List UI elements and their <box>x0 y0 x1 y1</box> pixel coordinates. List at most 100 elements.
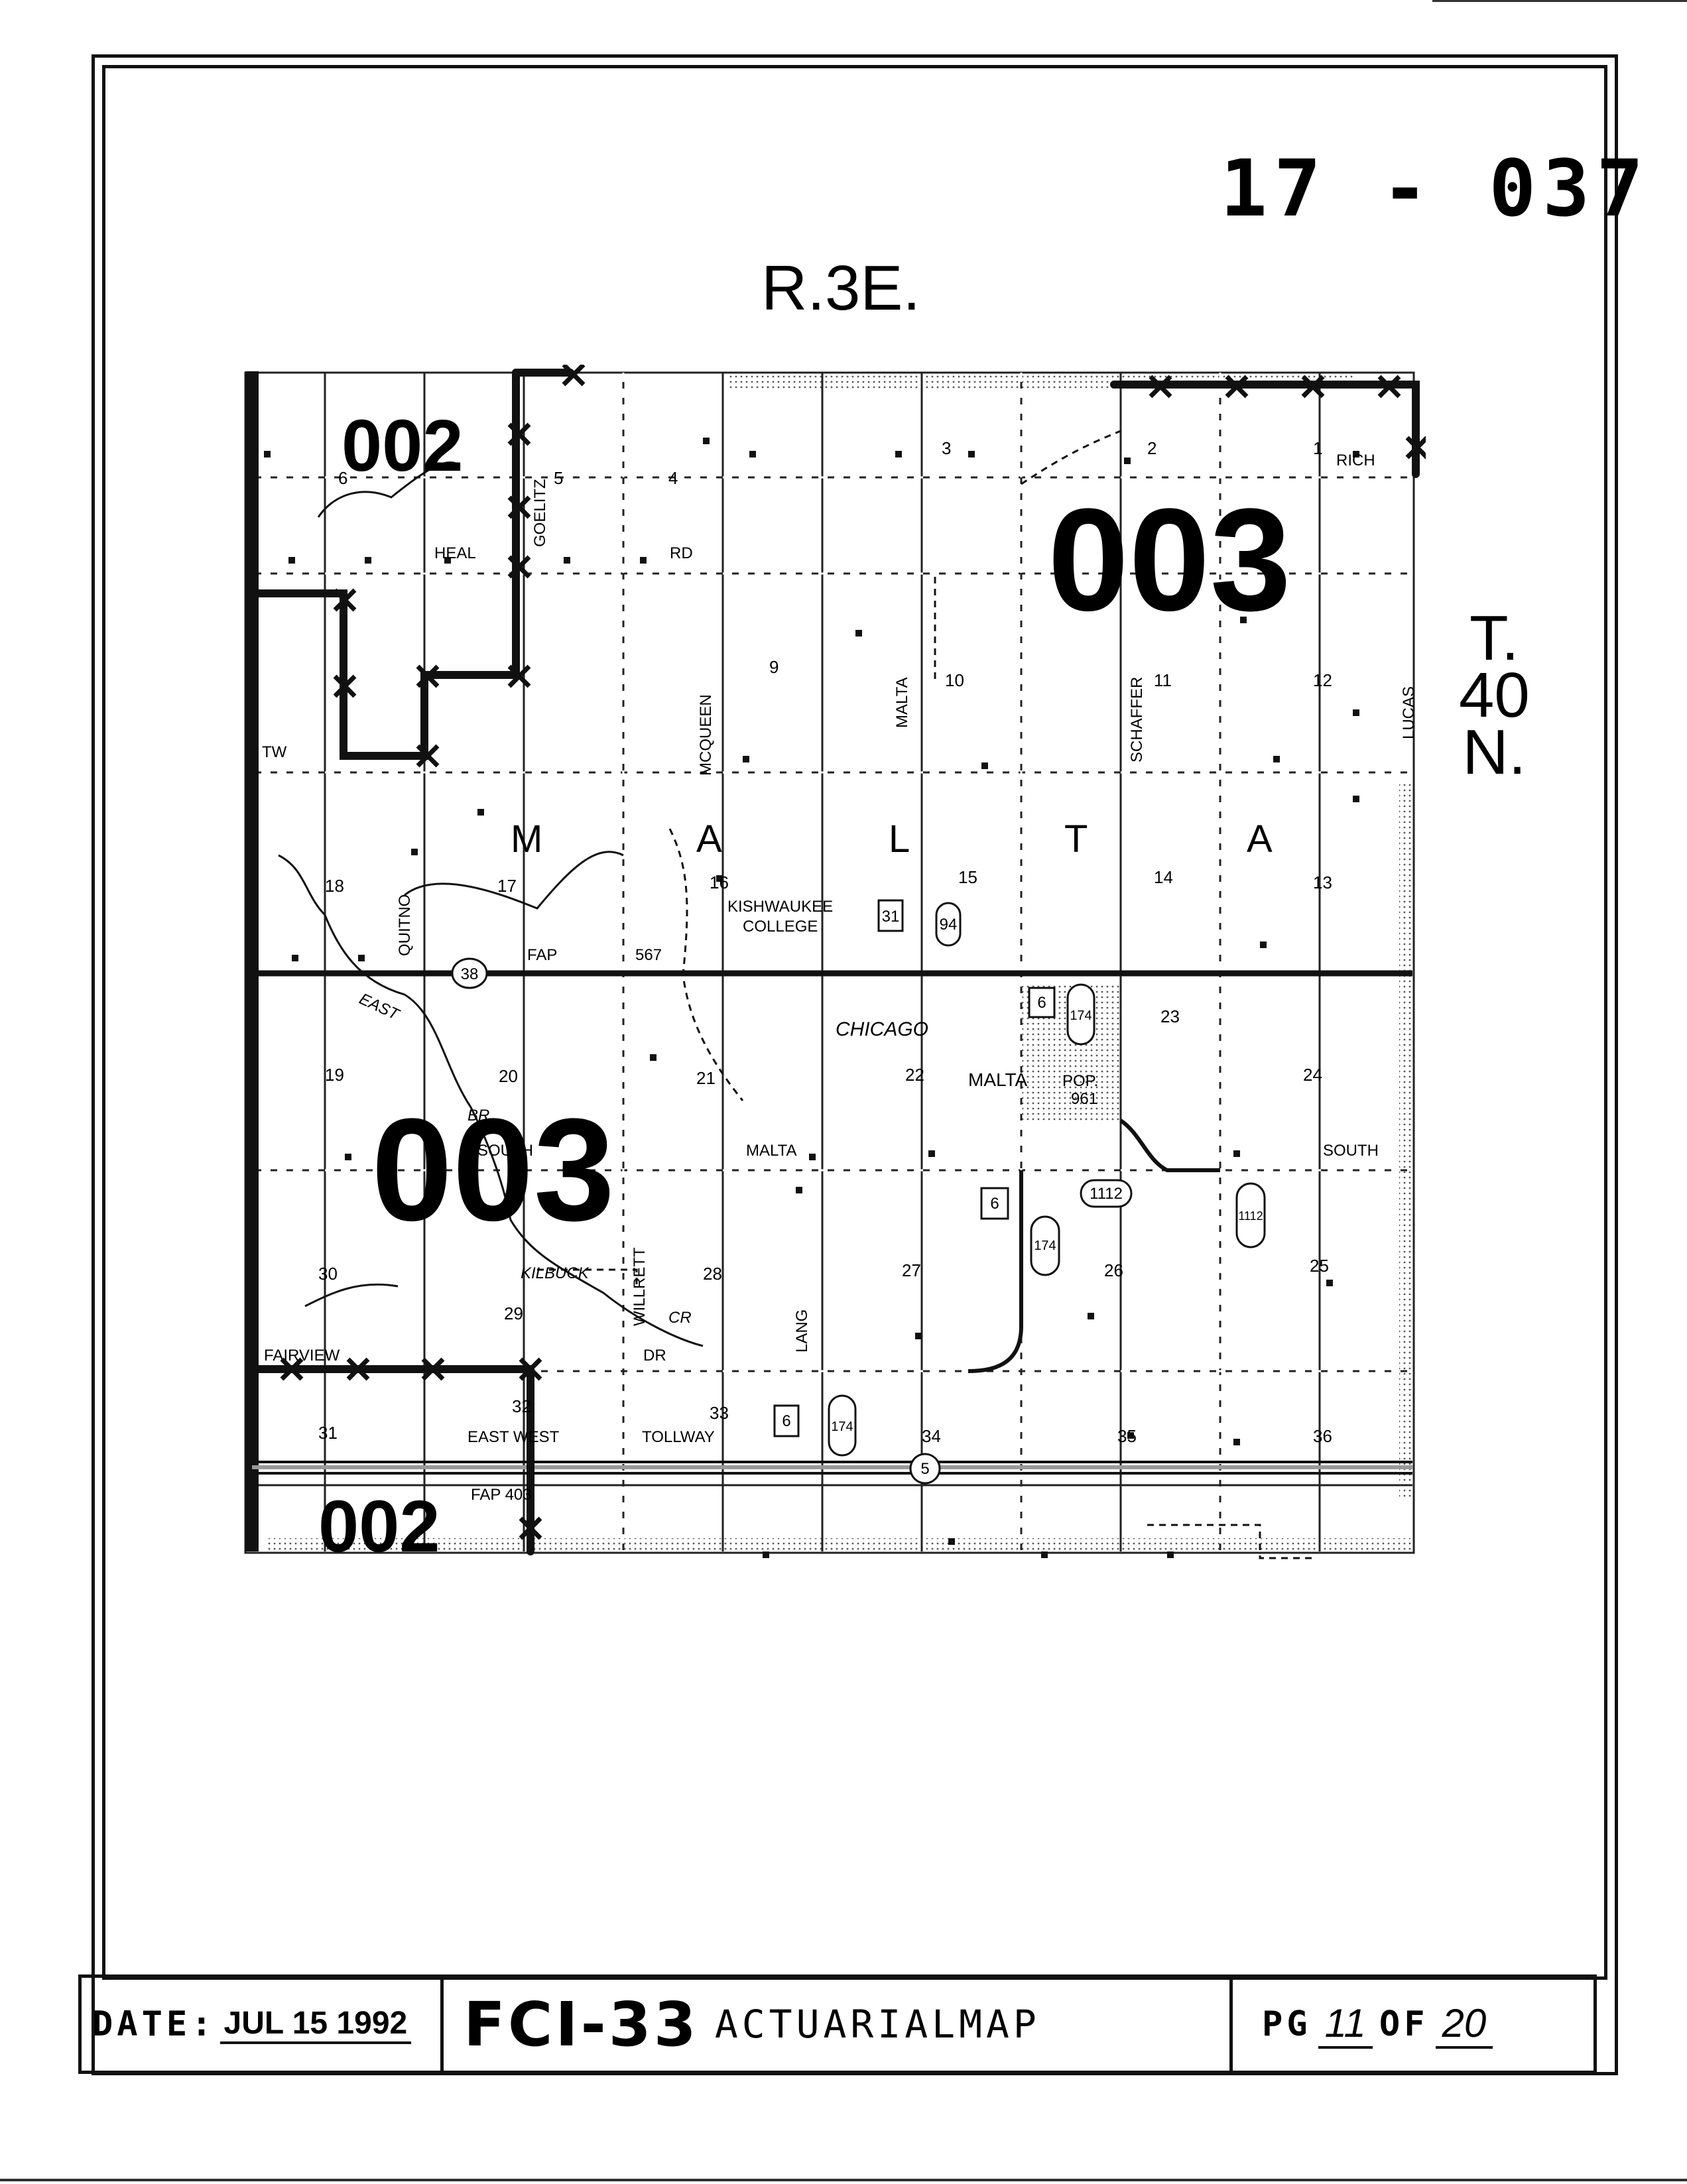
boundary-x-marks <box>280 365 1426 1540</box>
section-number: 10 <box>945 670 964 690</box>
section-number: 31 <box>318 1423 338 1443</box>
road-label-cr: CR <box>668 1309 692 1327</box>
route-31-shield: 31 <box>882 908 900 926</box>
road-label-east-west: EAST WEST <box>468 1428 560 1446</box>
road-label-quitno: QUITNO <box>396 894 414 956</box>
road-label-pop-num: 961 <box>1071 1090 1097 1108</box>
section-number: 18 <box>325 876 344 896</box>
road-label-schaffer: SCHAFFER <box>1128 677 1146 762</box>
section-number: 28 <box>703 1264 722 1284</box>
road-label-kishwaukee: KISHWAUKEE <box>727 898 833 916</box>
document-number: 17 - 037 <box>1220 143 1651 234</box>
road-label-rd: RD <box>670 544 693 562</box>
section-number: 9 <box>769 657 779 677</box>
township-map: 002 003 003 002 M A L T A 6 5 4 3 2 1 9 … <box>244 365 1426 1567</box>
section-number: 5 <box>554 468 563 488</box>
form-title: ACTUARIALMAP <box>714 2002 1040 2047</box>
route-1112-curve <box>1119 1119 1220 1172</box>
section-number: 23 <box>1160 1006 1180 1026</box>
page-label: PG <box>1262 2004 1312 2044</box>
section-number: 29 <box>504 1304 523 1323</box>
section-number: 35 <box>1117 1426 1137 1446</box>
zone-label-002-top: 002 <box>342 405 464 487</box>
route-6-shield: 6 <box>990 1195 999 1213</box>
section-number: 17 <box>497 876 517 896</box>
west-boundary <box>245 371 259 1551</box>
route-6-shield: 6 <box>782 1412 790 1430</box>
section-number: 12 <box>1313 670 1332 690</box>
stipple-bottom <box>265 1538 1412 1551</box>
road-label-pop: POP. <box>1062 1072 1098 1090</box>
section-number: 15 <box>958 867 977 887</box>
section-number: 22 <box>905 1065 924 1085</box>
inner-border <box>102 65 1607 1980</box>
road-label-dr: DR <box>643 1347 666 1365</box>
town-name: M A L T A <box>511 818 1273 861</box>
scan-edge-top <box>1432 0 1687 2</box>
date-label: DATE: <box>92 2004 216 2044</box>
road-dashes <box>245 373 1412 1551</box>
section-number: 1 <box>1313 438 1322 458</box>
township-t: T. <box>1469 603 1519 674</box>
road-label-goelitz: GOELITZ <box>531 479 549 547</box>
section-number: 34 <box>922 1426 941 1446</box>
range-label: R.3E. <box>761 253 921 324</box>
route-5-shield: 5 <box>920 1460 929 1478</box>
section-number: 19 <box>325 1065 344 1085</box>
route-174-curve <box>968 1170 1023 1373</box>
road-labels: RICH HEAL RD GOELITZ MCQUEEN MALTA SCHAF… <box>262 452 1418 1504</box>
road-label-mcqueen: MCQUEEN <box>697 694 715 776</box>
section-number: 36 <box>1313 1426 1332 1446</box>
road-label-heal: HEAL <box>434 544 476 562</box>
zone-label-002-bottom: 002 <box>318 1486 440 1567</box>
date-value: JUL 15 1992 <box>219 2005 412 2044</box>
section-number: 4 <box>668 468 678 488</box>
town-letter: A <box>1247 818 1273 861</box>
section-number: 30 <box>318 1264 338 1284</box>
footer-bar: DATE: JUL 15 1992 FCI-33 ACTUARIALMAP PG… <box>78 1974 1597 2074</box>
township-num: 40 <box>1459 660 1530 731</box>
section-number: 25 <box>1310 1256 1329 1276</box>
stipple-right <box>1399 782 1412 1498</box>
zone-label-003-east: 003 <box>1048 478 1291 641</box>
scan-edge-bottom <box>0 2179 1687 2181</box>
route-6-shield: 6 <box>1037 994 1046 1012</box>
town-letter: A <box>696 818 722 861</box>
streams <box>278 461 704 1347</box>
section-number: 6 <box>338 468 347 488</box>
page-of-label: OF <box>1379 2004 1429 2044</box>
section-number: 16 <box>710 873 729 892</box>
section-number: 27 <box>902 1260 921 1280</box>
road-label-rich: RICH <box>1336 452 1375 469</box>
section-number: 3 <box>942 438 951 458</box>
section-number: 33 <box>710 1403 729 1423</box>
route-1112-shield: 1112 <box>1090 1185 1123 1203</box>
footer-title-cell: FCI-33 ACTUARIALMAP <box>444 1978 1233 2071</box>
road-label-chicago: CHICAGO <box>836 1018 928 1040</box>
road-label-fap-403: FAP 403 <box>471 1486 532 1504</box>
footer-page-cell: PG 11 OF 20 <box>1233 1978 1593 2071</box>
road-label-malta-town: MALTA <box>968 1069 1028 1090</box>
section-number: 13 <box>1313 873 1332 892</box>
route-38-shield: 38 <box>461 965 479 983</box>
route-1112-shield: 1112 <box>1238 1209 1263 1223</box>
road-label-fap-num: 567 <box>635 946 662 964</box>
road-label-fairview: FAIRVIEW <box>264 1347 340 1365</box>
road-label-lucas: LUCAS <box>1400 686 1418 739</box>
road-label-br: BR <box>468 1107 489 1124</box>
road-label-lang: LANG <box>793 1309 811 1353</box>
road-label-college: COLLEGE <box>743 918 818 936</box>
road-label-tw: TW <box>262 743 287 761</box>
dashed-trails <box>537 430 1313 1559</box>
section-number: 2 <box>1147 438 1156 458</box>
section-number: 26 <box>1104 1260 1123 1280</box>
town-letter: T <box>1064 818 1088 861</box>
section-numbers: 6 5 4 3 2 1 9 10 11 12 18 17 16 15 14 13… <box>318 438 1332 1446</box>
route-94-shield: 94 <box>940 916 958 934</box>
road-label-tollway: TOLLWAY <box>642 1428 715 1446</box>
section-number: 24 <box>1303 1065 1322 1085</box>
route-174-shield: 174 <box>831 1420 853 1434</box>
road-label-east: EAST <box>356 990 403 1024</box>
section-number: 11 <box>1154 670 1172 690</box>
road-label-south: SOUTH <box>477 1142 533 1160</box>
